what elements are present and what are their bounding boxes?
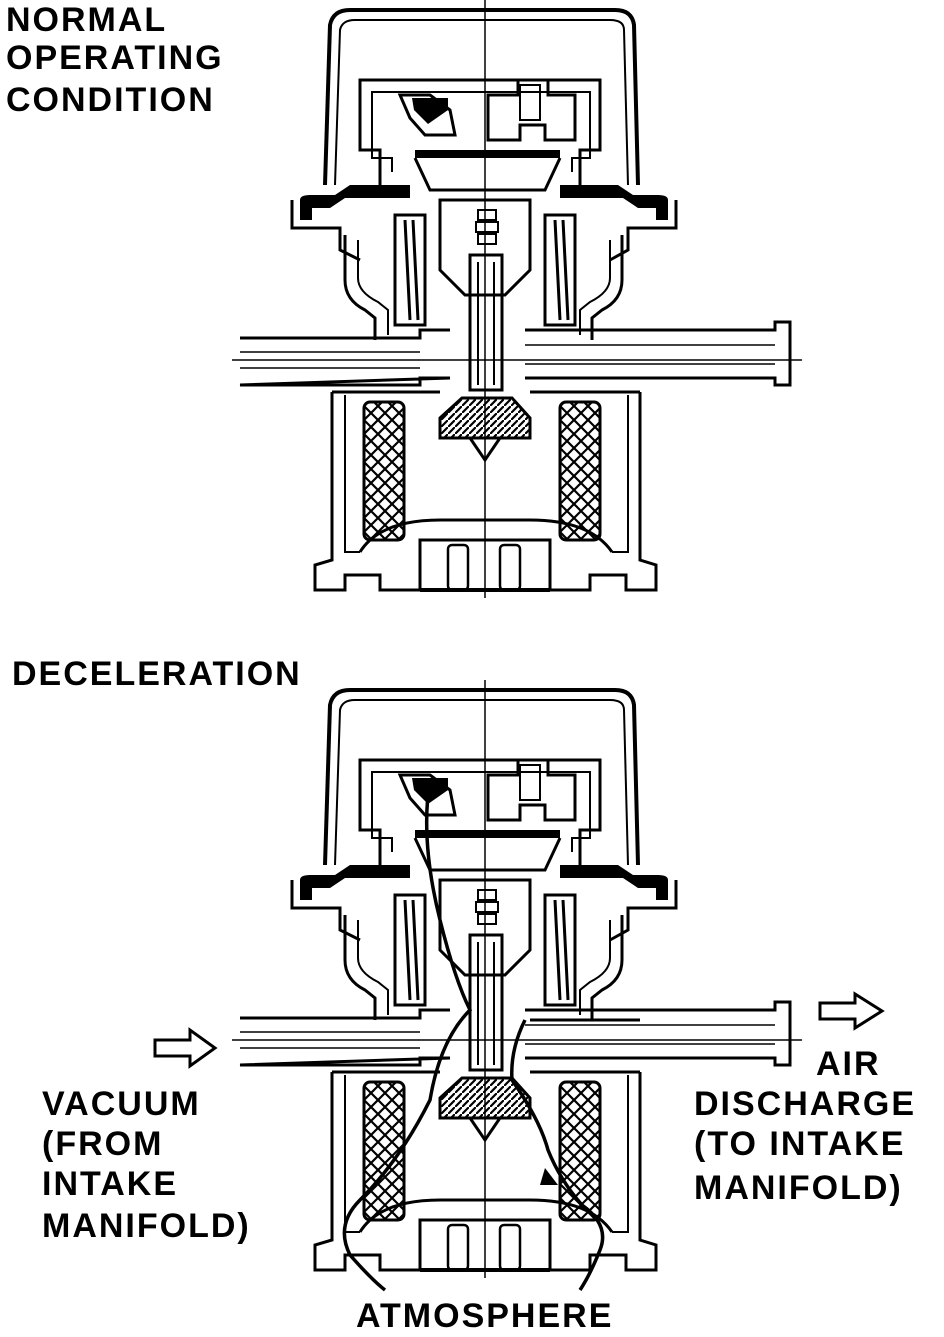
vacuum-label-line-2: (FROM	[42, 1125, 164, 1163]
air-label-line-4: MANIFOLD)	[694, 1169, 903, 1207]
valve-deceleration	[230, 678, 804, 1292]
vacuum-inlet-arrow	[153, 1027, 218, 1069]
air-label-line-1: AIR	[816, 1045, 881, 1083]
air-discharge-arrow	[818, 991, 885, 1031]
air-label-line-3: (TO INTAKE	[694, 1125, 906, 1163]
normal-title-line-1: NORMAL	[6, 1, 168, 39]
atmosphere-label: ATMOSPHERE	[356, 1297, 614, 1335]
vacuum-label-line-1: VACUUM	[42, 1085, 201, 1123]
flow-line-right	[510, 1019, 605, 1291]
air-label-line-2: DISCHARGE	[694, 1085, 917, 1123]
vacuum-label-line-4: MANIFOLD)	[42, 1207, 251, 1245]
normal-title-line-3: CONDITION	[6, 81, 215, 119]
flow-line-left	[342, 779, 473, 1292]
decel-title: DECELERATION	[12, 655, 302, 693]
valve-normal	[230, 0, 804, 600]
vacuum-label-line-3: INTAKE	[42, 1165, 179, 1203]
normal-title-line-2: OPERATING	[6, 39, 224, 77]
